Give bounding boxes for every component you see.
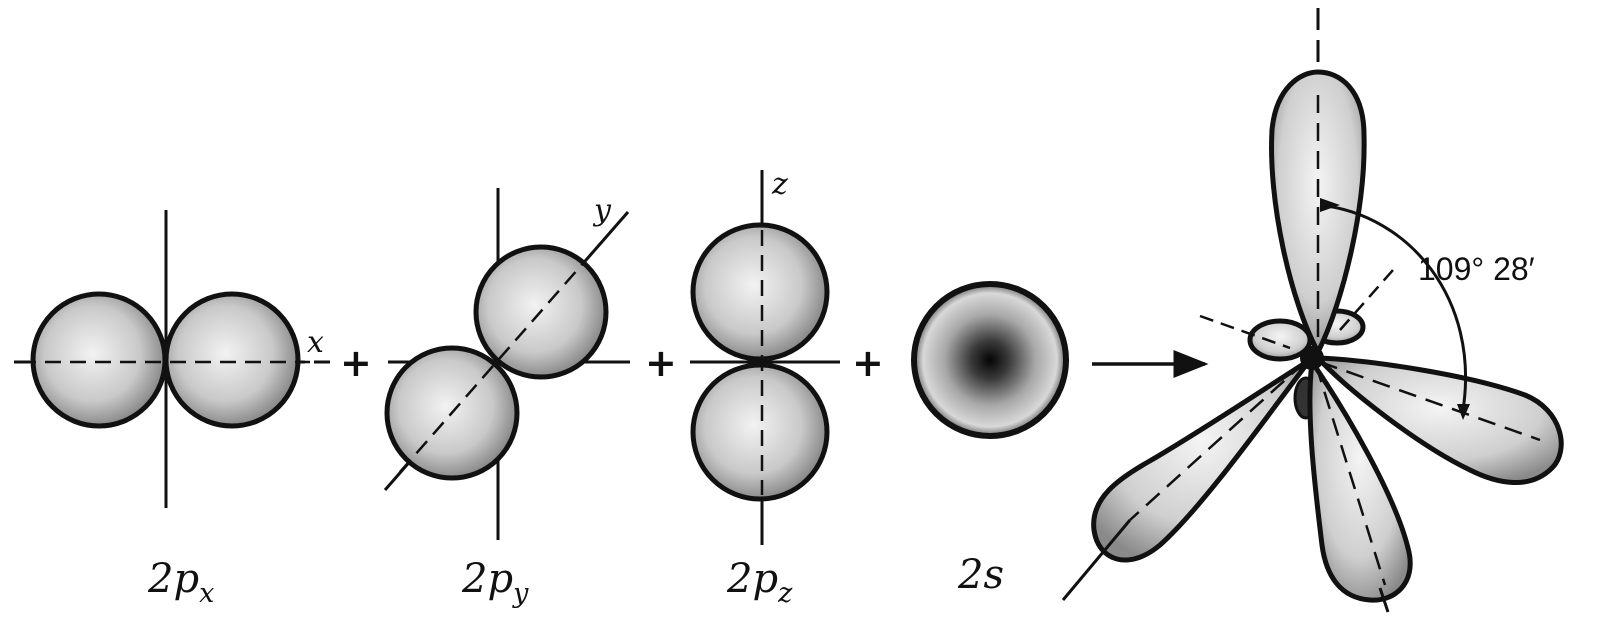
y-axis-label: y [592,193,612,228]
z-axis-label: z [771,167,788,202]
label-2pz: 2pz [726,556,793,609]
label-2py: 2py [461,556,529,609]
hybrid-lobe-right [1311,355,1564,485]
orbital-2py: y 2py [383,188,630,609]
2pz-upper-lobe [690,222,830,362]
bond-angle-arc [1319,203,1468,411]
label-2s: 2s [957,552,1004,598]
orbital-2pz: z 2pz [690,167,840,609]
2px-right-lobe [163,291,301,429]
2s-sphere [911,281,1069,439]
orbital-2px: x 2px [14,210,330,609]
hybrid-lobe-left [1091,357,1312,563]
orbital-2s: 2s [911,281,1069,598]
2pz-lower-lobe [690,362,830,502]
nucleus [1300,346,1324,370]
plus-sign-3: + [852,341,884,385]
bond-angle-label: 109° 28′ [1418,251,1535,287]
plus-sign-1: + [340,341,372,385]
sp3-hybrid-orbitals: 109° 28′ [1061,8,1564,613]
plus-sign-2: + [645,341,677,385]
2px-left-lobe [30,291,168,429]
label-2px: 2px [147,556,214,609]
x-axis-label: x [307,325,324,360]
